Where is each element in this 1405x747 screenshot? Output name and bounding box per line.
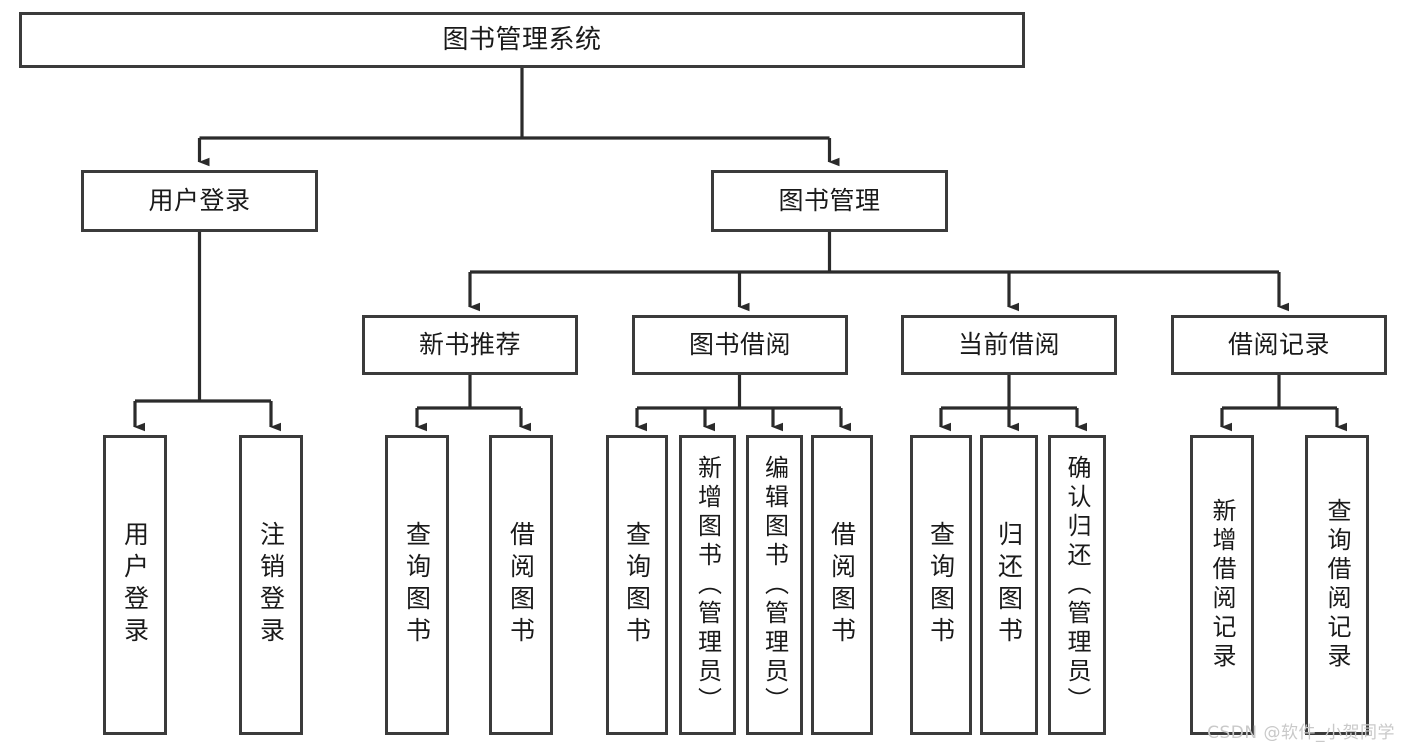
node-book-borrow[interactable]: 图书借阅 <box>632 315 848 375</box>
node-leaf-add-book-admin[interactable]: 新增图书（管理员） <box>679 435 736 735</box>
node-new-book-recommend[interactable]: 新书推荐 <box>362 315 578 375</box>
node-label: 查询图书 <box>926 521 956 649</box>
node-label: 新增图书（管理员） <box>693 454 722 716</box>
node-label: 用户登录 <box>120 521 150 649</box>
node-label: 查询图书 <box>622 521 652 649</box>
node-leaf-borrow-book-recommend[interactable]: 借阅图书 <box>489 435 553 735</box>
node-leaf-query-book-recommend[interactable]: 查询图书 <box>385 435 449 735</box>
node-label: 归还图书 <box>994 521 1024 649</box>
node-label: 借阅图书 <box>827 521 857 649</box>
node-leaf-return-book[interactable]: 归还图书 <box>980 435 1038 735</box>
node-label: 新增借阅记录 <box>1208 498 1236 672</box>
watermark-text: CSDN @软件_小贺同学 <box>1207 723 1395 743</box>
node-leaf-add-borrow-record[interactable]: 新增借阅记录 <box>1190 435 1254 735</box>
node-label: 确认归还（管理员） <box>1063 454 1091 716</box>
node-label: 编辑图书（管理员） <box>760 454 789 716</box>
node-label: 查询借阅记录 <box>1323 498 1351 672</box>
node-label: 用户登录 <box>148 186 251 216</box>
node-leaf-logout-login[interactable]: 注销登录 <box>239 435 303 735</box>
node-label: 借阅记录 <box>1227 330 1330 360</box>
node-leaf-query-book-borrow[interactable]: 查询图书 <box>606 435 668 735</box>
node-current-borrow[interactable]: 当前借阅 <box>901 315 1117 375</box>
node-root-book-management-system[interactable]: 图书管理系统 <box>19 12 1025 68</box>
node-book-management[interactable]: 图书管理 <box>711 170 948 232</box>
node-label: 图书借阅 <box>688 330 791 360</box>
node-leaf-user-login[interactable]: 用户登录 <box>103 435 167 735</box>
node-label: 当前借阅 <box>957 330 1060 360</box>
node-leaf-confirm-return-admin[interactable]: 确认归还（管理员） <box>1048 435 1106 735</box>
node-borrow-record[interactable]: 借阅记录 <box>1171 315 1387 375</box>
node-label: 图书管理系统 <box>442 24 602 55</box>
node-label: 图书管理 <box>778 186 881 216</box>
node-leaf-query-borrow-record[interactable]: 查询借阅记录 <box>1305 435 1369 735</box>
node-leaf-query-book-current[interactable]: 查询图书 <box>910 435 972 735</box>
node-label: 注销登录 <box>256 521 286 649</box>
node-leaf-edit-book-admin[interactable]: 编辑图书（管理员） <box>746 435 803 735</box>
node-user-login[interactable]: 用户登录 <box>81 170 318 232</box>
node-label: 借阅图书 <box>506 521 536 649</box>
node-label: 新书推荐 <box>418 330 521 360</box>
node-label: 查询图书 <box>402 521 432 649</box>
node-leaf-borrow-book[interactable]: 借阅图书 <box>811 435 873 735</box>
